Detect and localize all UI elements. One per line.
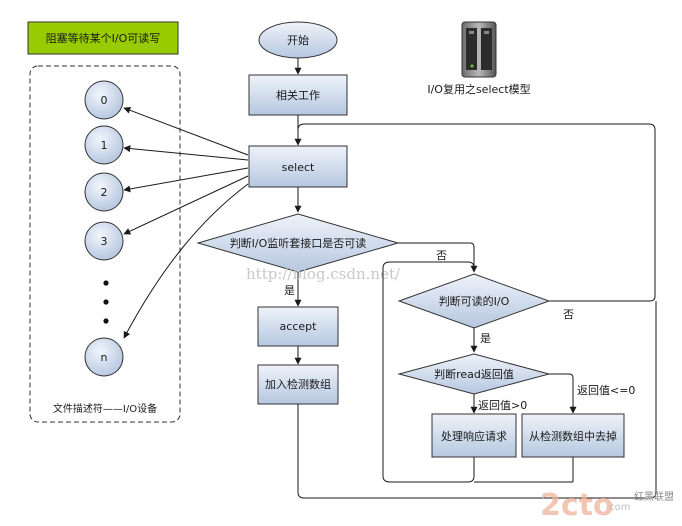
fd-circle-2: 2	[84, 172, 124, 212]
handle-request-label: 处理响应请求	[441, 429, 507, 443]
inner-loop-line	[382, 261, 475, 483]
select-label: select	[282, 161, 315, 174]
no-label-2: 否	[563, 308, 574, 321]
decision-listen-readable: 判断I/O监听套接口是否可读	[196, 213, 400, 273]
logo-main-text: 2cto	[540, 488, 614, 523]
decision-read-return-label: 判断read返回值	[434, 367, 514, 381]
remove-from-set-label: 从检测数组中去掉	[529, 429, 617, 443]
yes-label-2: 是	[480, 332, 491, 345]
fd-label-n: n	[101, 351, 108, 364]
prep-node: 相关工作	[248, 74, 348, 116]
fd-label-1: 1	[101, 139, 108, 152]
fd-circle-n: n	[84, 337, 124, 377]
no-label-1: 否	[436, 249, 447, 262]
decision-read-return: 判断read返回值	[397, 353, 551, 395]
fd-label-0: 0	[101, 94, 108, 107]
fd-group-frame	[29, 65, 181, 423]
fd-label-3: 3	[101, 235, 108, 248]
accept-node: accept	[257, 306, 339, 347]
fd-label-2: 2	[101, 186, 108, 199]
ret-gt0-label: 返回值>0	[478, 399, 527, 412]
fd-ellipsis-dots	[103, 280, 109, 324]
site-logo: 2cto .com 红黑联盟	[540, 488, 674, 523]
loop-back-line	[297, 123, 656, 302]
remove-from-set-node: 从检测数组中去掉	[521, 413, 625, 458]
accept-label: accept	[280, 320, 318, 333]
server-icon	[461, 21, 497, 78]
watermark-url: http://blog.csdn.net/	[246, 265, 401, 283]
select-node: select	[248, 145, 348, 188]
logo-cn: 红黑联盟	[634, 490, 674, 503]
decision-listen-label: 判断I/O监听套接口是否可读	[230, 236, 367, 250]
start-node: 开始	[258, 21, 338, 59]
arrow-decision1-decision2	[398, 242, 478, 273]
add-to-set-node: 加入检测数组	[257, 364, 339, 405]
outer-loop-line	[297, 301, 657, 499]
model-title: I/O复用之select模型	[427, 82, 530, 96]
fd-circle-0: 0	[84, 80, 124, 120]
decision-readable-io-label: 判断可读的I/O	[439, 294, 510, 308]
logo-suffix: .com	[606, 502, 631, 513]
add-to-set-label: 加入检测数组	[265, 377, 331, 391]
handle-request-node: 处理响应请求	[431, 413, 517, 458]
select-to-fd-arrows	[123, 106, 249, 339]
decision-readable-io: 判断可读的I/O	[397, 273, 551, 329]
arrow-decision3-remove	[549, 373, 577, 414]
start-label: 开始	[287, 33, 309, 47]
fd-circle-3: 3	[84, 221, 124, 261]
prep-label: 相关工作	[276, 88, 320, 102]
yes-label-1: 是	[284, 284, 295, 297]
legend-box-label: 阻塞等待某个I/O可读写	[46, 31, 161, 45]
fd-circle-1: 1	[84, 125, 124, 165]
legend-box: 阻塞等待某个I/O可读写	[27, 21, 179, 55]
ret-le0-label: 返回值<=0	[577, 384, 635, 397]
fd-caption: 文件描述符——I/O设备	[53, 402, 157, 415]
